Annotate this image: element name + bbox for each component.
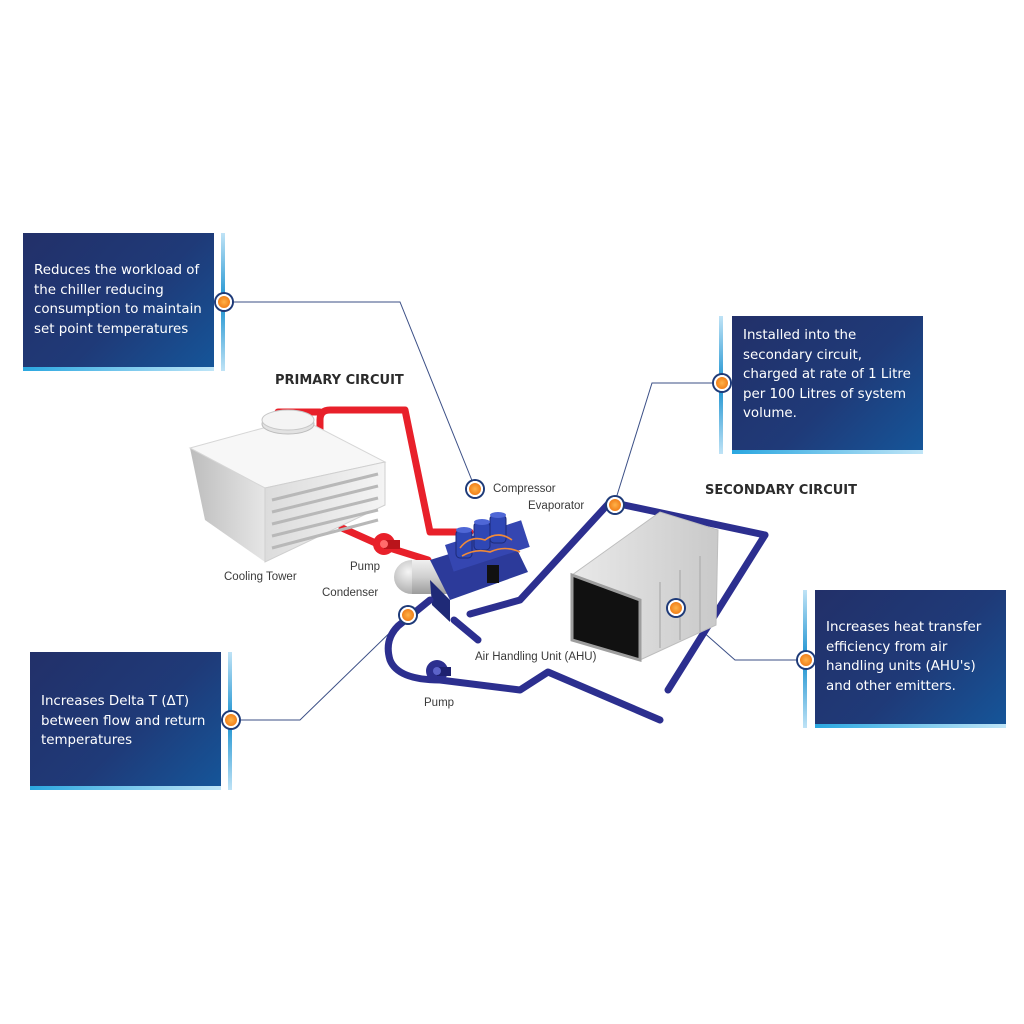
callout-rule [23, 367, 214, 371]
callout-rule [732, 450, 923, 454]
marker-dot [607, 497, 623, 513]
chiller-icon [394, 512, 530, 622]
pump-primary-label: Pump [350, 561, 381, 573]
pump-icon [373, 533, 400, 555]
callout-delta-t-text: Increases Delta T (ΔT) between flow and … [41, 694, 206, 748]
callout-secondary-install: Installed into the secondary circuit, ch… [732, 316, 923, 454]
cooling-tower-icon [188, 409, 387, 563]
marker-dot [467, 481, 483, 497]
callout-delta-t: Increases Delta T (ΔT) between flow and … [30, 652, 221, 790]
callout-chiller-workload-text: Reduces the workload of the chiller redu… [34, 263, 202, 337]
primary-circuit-heading: PRIMARY CIRCUIT [275, 373, 404, 388]
callout-heat-transfer-text: Increases heat transfer efficiency from … [826, 620, 982, 694]
marker-dot [798, 652, 814, 668]
cooling-tower-label: Cooling Tower [224, 571, 297, 583]
evaporator-label: Evaporator [528, 500, 585, 512]
pump-secondary-label: Pump [424, 697, 455, 709]
callout-rule [815, 724, 1006, 728]
ahu-label: Air Handling Unit (AHU) [475, 651, 597, 663]
marker-dot [714, 375, 730, 391]
marker-dot [216, 294, 232, 310]
air-handling-unit-icon [570, 511, 719, 663]
callout-chiller-workload: Reduces the workload of the chiller redu… [23, 233, 214, 371]
marker-dot [668, 600, 684, 616]
connector-lines [228, 301, 800, 721]
callout-heat-transfer: Increases heat transfer efficiency from … [815, 590, 1006, 728]
compressor-label: Compressor [493, 483, 556, 495]
callout-secondary-install-text: Installed into the secondary circuit, ch… [743, 328, 911, 421]
pump-icon [426, 660, 451, 682]
callout-rule [30, 786, 221, 790]
marker-dot [400, 607, 416, 623]
condenser-label: Condenser [322, 587, 379, 599]
marker-dot [223, 712, 239, 728]
secondary-circuit-heading: SECONDARY CIRCUIT [705, 483, 857, 498]
